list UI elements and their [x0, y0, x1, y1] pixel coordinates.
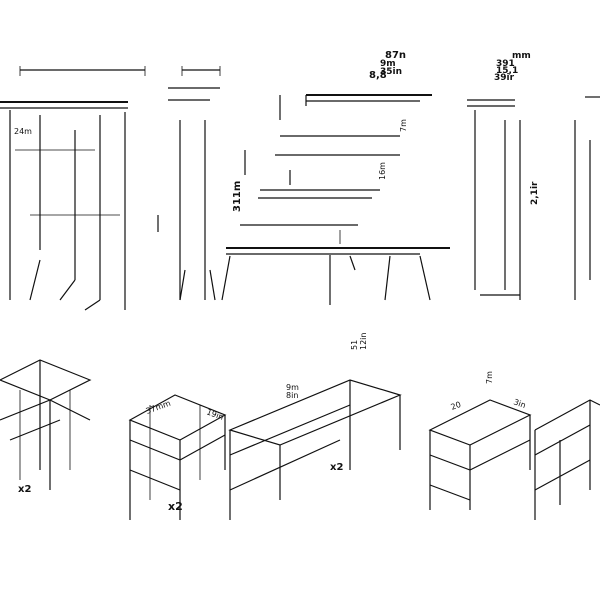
iso-view-5	[534, 399, 600, 520]
iso4-dim-g: 20	[450, 400, 463, 412]
center-stepped-elevation: 87n 9m 35in 8,8 311m 7m 16m	[221, 50, 450, 305]
iso4-dim-h: 3in	[512, 397, 527, 410]
iso3-dim-c: 9m	[286, 383, 299, 392]
left-elevation: 24m	[0, 66, 146, 311]
far-right-elevation	[574, 96, 600, 300]
iso2-count: x2	[168, 500, 183, 513]
iso3-dim-d: 8in	[286, 391, 298, 400]
iso-view-4: 20 3in 7m	[428, 371, 532, 510]
right-mm: mm	[512, 51, 531, 61]
height-label: 311m	[232, 181, 243, 212]
right-height: 2,1ir	[530, 181, 540, 205]
shelf-width-in: 9m	[380, 59, 396, 69]
iso2-dim-b: 19in	[205, 407, 225, 421]
iso-view-3: 9m 8in 51 12in x2	[228, 333, 402, 520]
shelf-width-in-2: 35in	[380, 67, 402, 77]
shelf-width-decimal: 8,8	[369, 70, 387, 81]
right-side-elevation: mm 391 15,1 39ir 2,1ir	[467, 51, 540, 300]
step-dim-2: 16m	[378, 162, 387, 180]
iso3-dim-e: 51	[350, 340, 359, 350]
iso3-dim-f: 12in	[359, 333, 368, 350]
shelf-width-mm: 87n	[385, 50, 406, 61]
iso1-count: x2	[18, 484, 31, 495]
left-depth-label: 24m	[14, 127, 32, 136]
right-val-3: 39ir	[494, 73, 515, 83]
iso2-dim-a: 37mm	[145, 399, 172, 416]
iso3-count: x2	[330, 462, 343, 473]
step-dim-1: 7m	[399, 119, 408, 132]
iso-view-1: x2	[0, 359, 92, 495]
right-val-1: 391	[496, 59, 515, 69]
iso4-dim-i: 7m	[485, 371, 494, 384]
iso-view-2: 37mm 19in x2	[128, 394, 227, 520]
right-val-2: 15,1	[496, 66, 518, 76]
left-side-elevation	[157, 66, 221, 301]
